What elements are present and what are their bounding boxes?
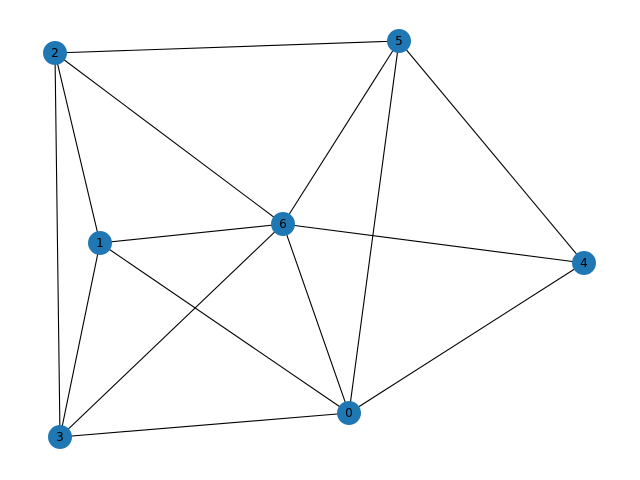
edge-2-1 bbox=[54, 52, 101, 244]
node-circle bbox=[43, 41, 67, 65]
node-1: 1 bbox=[88, 231, 112, 255]
node-0: 0 bbox=[337, 401, 361, 425]
edge-1-0 bbox=[99, 242, 350, 414]
edge-5-6 bbox=[282, 40, 400, 225]
edge-5-0 bbox=[348, 40, 400, 414]
edge-1-3 bbox=[59, 242, 101, 438]
nodes-group: 0 1 2 3 4 5 6 bbox=[43, 29, 596, 449]
node-5: 5 bbox=[387, 29, 411, 53]
node-6: 6 bbox=[271, 212, 295, 236]
node-label: 4 bbox=[580, 256, 588, 270]
edge-6-0 bbox=[282, 223, 350, 414]
node-3: 3 bbox=[48, 425, 72, 449]
edge-2-6 bbox=[54, 52, 284, 225]
node-circle bbox=[271, 212, 295, 236]
edge-0-4 bbox=[348, 262, 585, 414]
node-label: 0 bbox=[345, 406, 353, 420]
node-label: 1 bbox=[96, 236, 104, 250]
node-circle bbox=[572, 251, 596, 275]
edge-6-4 bbox=[282, 223, 585, 264]
node-circle bbox=[88, 231, 112, 255]
edge-2-3 bbox=[54, 52, 61, 438]
node-2: 2 bbox=[43, 41, 67, 65]
edge-3-0 bbox=[59, 412, 350, 438]
edge-1-6 bbox=[99, 223, 284, 244]
node-circle bbox=[337, 401, 361, 425]
edge-6-3 bbox=[59, 223, 284, 438]
node-4: 4 bbox=[572, 251, 596, 275]
edge-5-4 bbox=[398, 40, 585, 264]
node-label: 3 bbox=[56, 430, 64, 444]
node-label: 5 bbox=[395, 34, 403, 48]
node-label: 6 bbox=[279, 217, 287, 231]
node-circle bbox=[387, 29, 411, 53]
node-label: 2 bbox=[51, 46, 59, 60]
edges-group bbox=[54, 40, 585, 438]
edge-2-5 bbox=[54, 40, 400, 54]
node-circle bbox=[48, 425, 72, 449]
